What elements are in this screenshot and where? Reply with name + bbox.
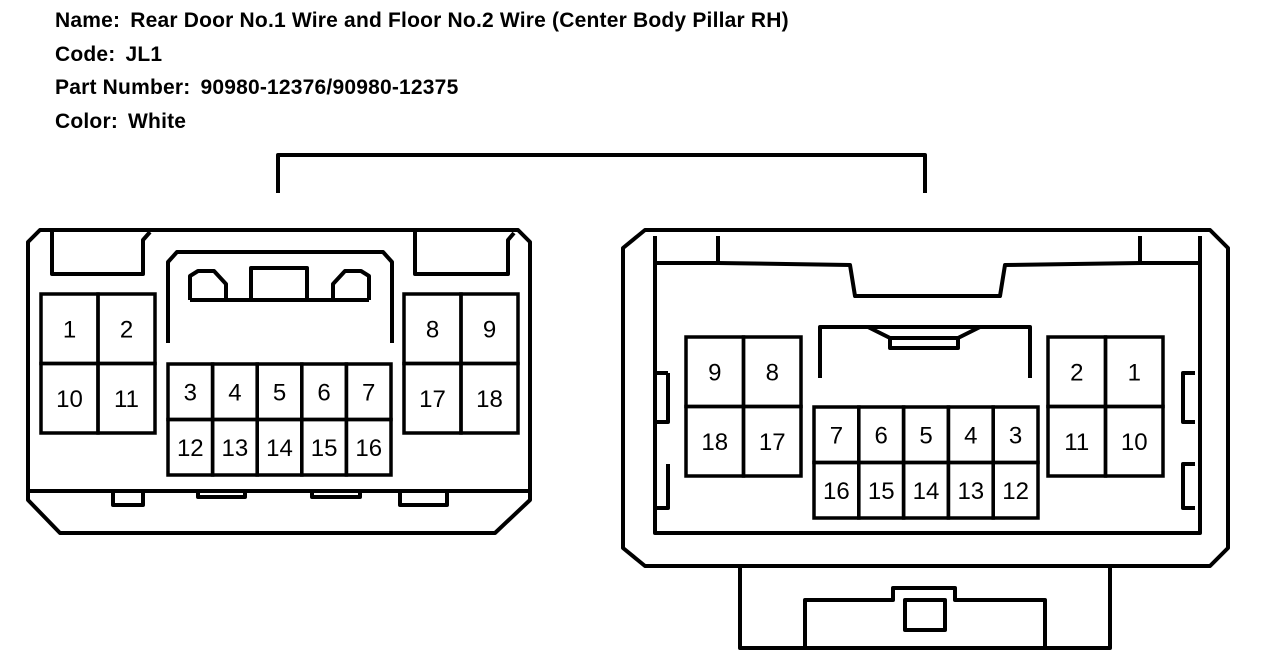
right-pin-14: 14 [901, 460, 951, 520]
info-name-row: Name: Rear Door No.1 Wire and Floor No.2 … [55, 4, 789, 38]
right-pin-cell [1103, 404, 1165, 478]
part-number-value: 90980-12376/90980-12375 [200, 76, 459, 99]
right-pin-label: 12 [1002, 478, 1029, 505]
right-pin-label: 8 [766, 359, 779, 386]
left-pin-cell [96, 361, 157, 435]
right-pin-label: 4 [964, 422, 977, 449]
left-pin-label: 2 [120, 316, 133, 343]
left-pin-label: 9 [483, 316, 496, 343]
left-pin-1: 1 [39, 292, 100, 366]
left-pin-4: 4 [210, 362, 259, 422]
info-color-row: Color: White [55, 105, 789, 139]
left-pin-5: 5 [255, 362, 304, 422]
left-pin-9: 9 [459, 292, 520, 366]
right-pin-cell [991, 460, 1040, 520]
right-pin-15: 15 [857, 460, 906, 520]
right-pin-label: 1 [1128, 359, 1141, 386]
right-pin-2: 2 [1046, 335, 1108, 409]
code-value: JL1 [125, 42, 163, 66]
left-pin-label: 3 [184, 379, 197, 406]
right-pin-11: 11 [1046, 404, 1108, 478]
name-value: Rear Door No.1 Wire and Floor No.2 Wire … [130, 9, 789, 32]
left-pin-16: 16 [344, 417, 393, 477]
left-pin-label: 6 [317, 379, 330, 406]
right-pin-label: 10 [1121, 429, 1148, 456]
right-pin-cell [741, 404, 803, 478]
right-pin-label: 18 [701, 429, 728, 456]
right-pin-9: 9 [684, 335, 746, 409]
color-value: White [128, 109, 187, 133]
connector-info: Name: Rear Door No.1 Wire and Floor No.2 … [55, 4, 789, 138]
left-pin-label: 18 [476, 386, 503, 413]
left-pin-label: 16 [355, 435, 382, 462]
right-pin-5: 5 [901, 405, 951, 465]
left-pin-label: 7 [362, 379, 375, 406]
left-pin-label: 4 [228, 379, 241, 406]
left-pin-label: 17 [419, 386, 446, 413]
right-pin-4: 4 [946, 405, 995, 465]
left-pin-label: 5 [273, 379, 286, 406]
left-pin-label: 13 [222, 435, 249, 462]
right-pin-16: 16 [812, 460, 861, 520]
left-pin-14: 14 [255, 417, 304, 477]
left-pin-3: 3 [166, 362, 215, 422]
right-pin-label: 2 [1070, 359, 1083, 386]
right-pin-label: 7 [830, 422, 843, 449]
left-pin-11: 11 [96, 361, 157, 435]
left-pin-label: 15 [311, 435, 338, 462]
right-pin-8: 8 [741, 335, 803, 409]
right-pin-label: 9 [708, 359, 721, 386]
right-pin-17: 17 [741, 404, 803, 478]
right-pin-13: 13 [946, 460, 995, 520]
left-pin-2: 2 [96, 292, 157, 366]
code-label: Code: [55, 42, 116, 66]
right-pin-3: 3 [991, 405, 1040, 465]
left-pin-13: 13 [210, 417, 259, 477]
right-pin-7: 7 [812, 405, 861, 465]
mating-bracket [276, 153, 927, 193]
right-pin-label: 17 [759, 429, 786, 456]
right-pin-label: 15 [868, 478, 895, 505]
left-pin-8: 8 [402, 292, 463, 366]
right-pin-18: 18 [684, 404, 746, 478]
left-pin-15: 15 [300, 417, 349, 477]
left-pin-label: 11 [114, 386, 139, 413]
right-pin-label: 5 [919, 422, 932, 449]
name-label: Name: [55, 9, 121, 32]
left-pin-label: 8 [426, 316, 439, 343]
right-pin-label: 11 [1064, 429, 1089, 456]
left-pin-18: 18 [459, 361, 520, 435]
right-pin-label: 13 [957, 478, 984, 505]
left-pin-label: 14 [266, 435, 293, 462]
right-pin-6: 6 [857, 405, 906, 465]
right-connector-housing [621, 228, 1230, 650]
left-pin-label: 10 [56, 386, 83, 413]
info-code-row: Code: JL1 [55, 38, 789, 72]
left-pin-12: 12 [166, 417, 215, 477]
left-pin-label: 1 [63, 316, 76, 343]
part-number-label: Part Number: [55, 76, 191, 99]
right-pin-label: 14 [913, 478, 940, 505]
left-connector-housing [26, 228, 532, 535]
right-pin-label: 16 [823, 478, 850, 505]
right-pin-10: 10 [1103, 404, 1165, 478]
left-pin-7: 7 [344, 362, 393, 422]
left-pin-6: 6 [300, 362, 349, 422]
color-label: Color: [55, 109, 119, 133]
left-pin-17: 17 [402, 361, 463, 435]
left-pin-cell [459, 361, 520, 435]
left-pin-cell [344, 417, 393, 477]
right-pin-1: 1 [1103, 335, 1165, 409]
info-part-row: Part Number: 90980-12376/90980-12375 [55, 71, 789, 105]
right-pin-12: 12 [991, 460, 1040, 520]
right-pin-label: 3 [1009, 422, 1022, 449]
left-pin-label: 12 [177, 435, 204, 462]
left-pin-10: 10 [39, 361, 100, 435]
right-pin-label: 6 [875, 422, 888, 449]
